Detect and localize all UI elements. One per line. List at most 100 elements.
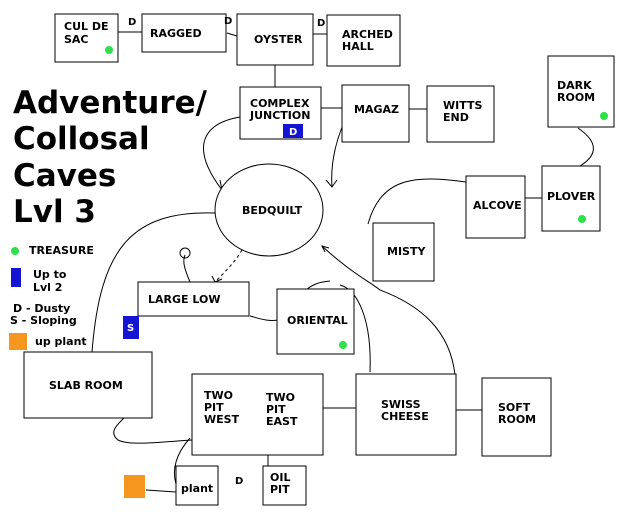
- room-box-arched-hall: [326, 14, 401, 67]
- title-line-4: Lvl 3: [13, 194, 96, 230]
- room-box-misty: [372, 222, 435, 282]
- label-oyster: OYSTER: [254, 33, 303, 46]
- title-line-1: Adventure/: [13, 85, 208, 121]
- room-box-ragged: [141, 13, 227, 53]
- room-boxes: [23, 13, 615, 506]
- label-misty: MISTY: [387, 245, 426, 258]
- path-markers: D D D D: [128, 16, 325, 487]
- path-bedquilt-slab: [91, 212, 217, 353]
- page-title: Adventure/ Collosal Caves Lvl 3: [13, 85, 208, 230]
- label-alcove: ALCOVE: [473, 199, 522, 212]
- legend-up-line-2: Lvl 2: [33, 281, 62, 294]
- marker-dusty-2: D: [224, 16, 232, 27]
- label-soft-room-2: ROOM: [498, 413, 536, 426]
- label-soft-room-1: SOFT: [498, 401, 531, 414]
- label-witts-end-1: WITTS: [443, 99, 482, 112]
- path-dark-plover: [577, 127, 594, 167]
- room-box-magaz: [341, 84, 410, 143]
- label-oil-pit-2: PIT: [270, 483, 290, 496]
- label-two-pit-west-3: WEST: [204, 413, 240, 426]
- path-alcove-misty: [367, 178, 467, 225]
- room-box-oyster: [236, 13, 314, 66]
- path-bedquilt-swiss: [321, 245, 456, 376]
- room-box-witts-end: [426, 85, 495, 143]
- legend-up-plant-icon: [9, 333, 27, 350]
- label-complex-junction-1: COMPLEX: [250, 97, 310, 110]
- room-box-cul-de-sac: [54, 13, 119, 63]
- legend-dusty: D - Dusty: [13, 302, 70, 315]
- up-icon-large-low-s: S: [127, 323, 134, 334]
- arrow-bedquilt-3: [321, 245, 330, 253]
- room-box-slab-room: [23, 351, 153, 419]
- room-box-alcove: [465, 175, 526, 239]
- path-twopit-plant: [173, 437, 191, 485]
- label-two-pit-east-2: PIT: [266, 403, 286, 416]
- path-largelow-loop: [183, 254, 191, 283]
- label-complex-junction-2: JUNCTION: [249, 109, 310, 122]
- up-icon-complex-d: D: [289, 127, 297, 138]
- label-magaz: MAGAZ: [354, 103, 399, 116]
- label-large-low: LARGE LOW: [148, 293, 220, 306]
- label-oil-pit-1: OIL: [270, 471, 290, 484]
- label-ragged: RAGGED: [150, 27, 202, 40]
- up-markers: D S: [123, 124, 303, 498]
- loop-circle: [179, 247, 191, 259]
- label-dark-room-2: ROOM: [557, 91, 595, 104]
- label-arched-hall-1: ARCHED: [342, 28, 393, 41]
- room-box-bedquilt: [214, 163, 324, 257]
- label-plant: plant: [181, 482, 213, 495]
- legend: TREASURE Up to Lvl 2 D - Dusty S - Slopi…: [9, 244, 94, 350]
- label-two-pit-east-1: TWO: [266, 391, 295, 404]
- up-icon-complex-junction: [283, 124, 303, 138]
- path-largelow-oriental: [249, 315, 279, 321]
- room-box-oil-pit: [262, 465, 307, 506]
- treasure-icon-oriental: [339, 341, 347, 349]
- room-box-plover: [541, 165, 601, 232]
- label-plover: PLOVER: [547, 190, 596, 203]
- path-ragged-oyster: [226, 32, 238, 37]
- label-dark-room-1: DARK: [557, 79, 592, 92]
- label-swiss-cheese-1: SWISS: [381, 398, 421, 411]
- arrow-bedquilt-2: [325, 179, 338, 188]
- legend-treasure-label: TREASURE: [29, 244, 94, 257]
- room-box-large-low: [137, 281, 250, 317]
- label-two-pit-east-3: EAST: [266, 415, 298, 428]
- label-two-pit-west-2: PIT: [204, 401, 224, 414]
- room-box-plant: [175, 465, 219, 506]
- title-line-2: Collosal: [13, 121, 150, 157]
- label-cul-de-sac-1: CUL DE: [64, 20, 109, 33]
- room-box-swiss-cheese: [355, 373, 457, 456]
- label-cul-de-sac-2: SAC: [64, 33, 89, 46]
- room-labels: CUL DE SAC RAGGED OYSTER ARCHED HALL COM…: [49, 20, 596, 496]
- label-two-pit-west-1: TWO: [204, 389, 233, 402]
- treasure-markers: [105, 46, 608, 349]
- treasure-icon-dark-room: [600, 112, 608, 120]
- legend-sloping: S - Sloping: [10, 314, 77, 327]
- label-witts-end-2: END: [443, 111, 469, 124]
- legend-treasure-icon: [11, 247, 19, 255]
- path-complex-bedquilt: [203, 116, 241, 191]
- legend-up-icon: [11, 268, 21, 287]
- label-swiss-cheese-2: CHEESE: [381, 410, 429, 423]
- path-oriental-swiss: [339, 284, 371, 373]
- path-upplant-plant: [145, 489, 177, 493]
- up-icon-large-low: [123, 316, 139, 339]
- label-arched-hall-2: HALL: [342, 40, 374, 53]
- treasure-icon-plover: [578, 215, 586, 223]
- room-box-two-pit: [191, 373, 324, 456]
- label-oriental: ORIENTAL: [287, 314, 348, 327]
- marker-dusty-3: D: [317, 18, 325, 29]
- path-bedquilt-largelow: [214, 249, 243, 283]
- title-line-3: Caves: [13, 158, 116, 194]
- legend-up-plant-label: up plant: [35, 335, 87, 348]
- marker-dusty-4: D: [235, 476, 243, 487]
- up-plant-icon-map: [124, 475, 145, 498]
- label-slab-room: SLAB ROOM: [49, 379, 123, 392]
- treasure-icon-cul-de-sac: [105, 46, 113, 54]
- room-box-complex-junction: [239, 86, 322, 140]
- marker-dusty-1: D: [128, 17, 136, 28]
- arrow-largelow: [211, 275, 223, 283]
- label-bedquilt: BEDQUILT: [242, 204, 303, 217]
- room-box-soft-room: [481, 377, 552, 457]
